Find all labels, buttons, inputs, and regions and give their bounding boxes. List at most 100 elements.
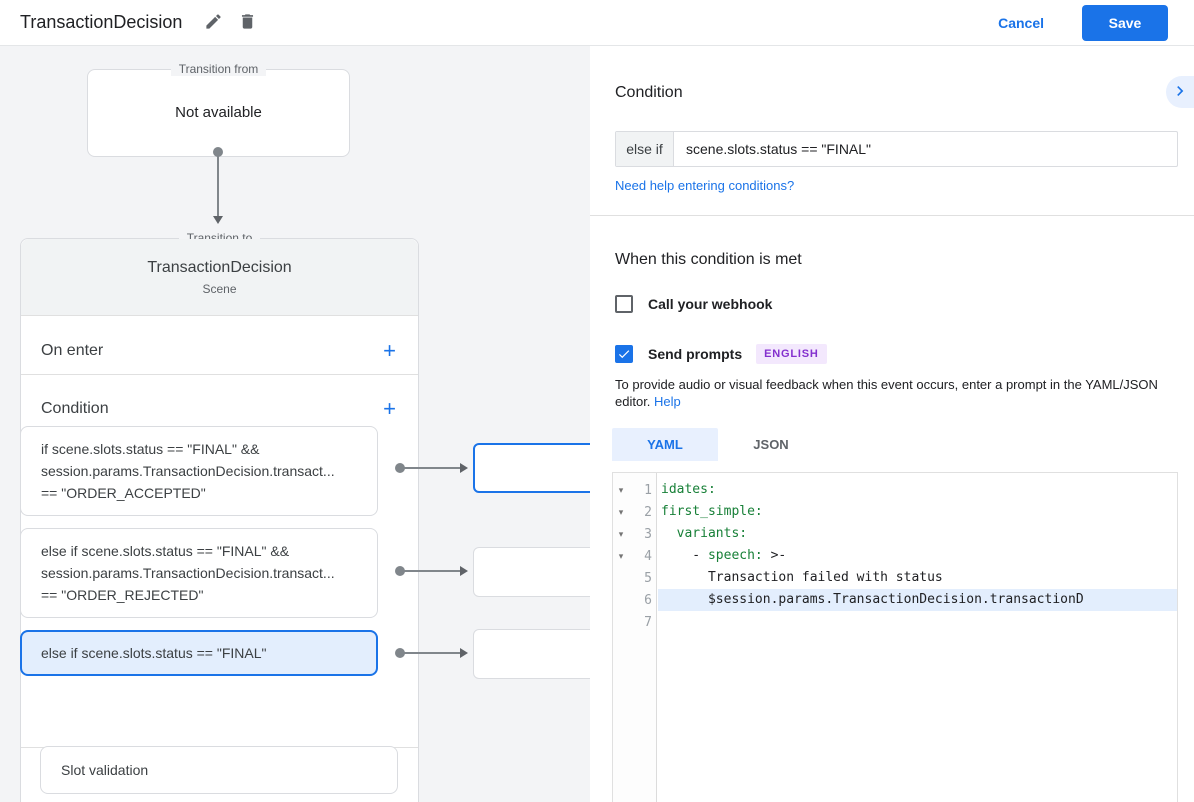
send-prompts-checkbox[interactable]: [615, 345, 633, 363]
arrow-right-icon: [460, 463, 468, 473]
on-enter-label: On enter: [41, 342, 104, 359]
editor-gutter: [613, 473, 657, 802]
collapse-toggle-icon[interactable]: ▾: [618, 484, 624, 495]
cancel-button[interactable]: Cancel: [998, 14, 1044, 31]
pencil-icon: [204, 12, 223, 34]
collapse-panel-button[interactable]: [1166, 76, 1194, 108]
condition-card-line: == "ORDER_ACCEPTED": [41, 485, 206, 501]
condition-detail-panel: Condition else if Need help entering con…: [590, 46, 1194, 802]
webhook-check-row[interactable]: Call your webhook: [615, 295, 772, 313]
delete-scene-button[interactable]: [230, 6, 264, 40]
code-line[interactable]: ▾ 2 first_simple:: [613, 501, 1177, 523]
top-bar: TransactionDecision Cancel Save: [0, 0, 1194, 46]
prompt-description-text: To provide audio or visual feedback when…: [615, 377, 1158, 409]
arrow-right-icon: [460, 648, 468, 658]
connector-line: [400, 652, 460, 654]
connector-line: [400, 467, 460, 469]
add-condition-button[interactable]: +: [383, 396, 396, 421]
connector-line: [400, 570, 460, 572]
edit-title-button[interactable]: [196, 6, 230, 40]
add-on-enter-button[interactable]: +: [383, 338, 396, 363]
line-number: 5: [644, 570, 652, 586]
transition-target-box[interactable]: [473, 547, 590, 597]
webhook-label: Call your webhook: [648, 296, 773, 312]
line-number: 3: [644, 526, 652, 542]
editor-tabs: YAML JSON: [612, 428, 824, 461]
scene-name: TransactionDecision: [147, 259, 292, 276]
code-line-content: Transaction failed with status: [661, 570, 943, 585]
send-prompts-check-row[interactable]: Send prompts ENGLISH: [615, 344, 827, 364]
line-number: 4: [644, 548, 652, 564]
transition-target-box[interactable]: [473, 629, 590, 679]
transition-from-label: Transition from: [88, 62, 349, 76]
line-number: 2: [644, 504, 652, 520]
send-prompts-label: Send prompts: [648, 346, 743, 362]
collapse-toggle-icon[interactable]: ▾: [618, 506, 624, 517]
prompt-description: To provide audio or visual feedback when…: [615, 376, 1175, 410]
divider: [21, 374, 418, 375]
panel-title: Condition: [615, 84, 683, 101]
collapse-toggle-icon[interactable]: ▾: [618, 528, 624, 539]
arrow-right-icon: [460, 566, 468, 576]
page-title: TransactionDecision: [20, 12, 183, 32]
connector-dot: [213, 147, 223, 157]
save-button[interactable]: Save: [1082, 4, 1168, 41]
condition-card-line: session.params.TransactionDecision.trans…: [41, 463, 335, 479]
code-line[interactable]: 6 $session.params.TransactionDecision.tr…: [613, 589, 1177, 611]
arrow-down-icon: [213, 216, 223, 224]
language-badge: ENGLISH: [756, 344, 827, 364]
line-number: 6: [644, 592, 652, 608]
tab-json[interactable]: JSON: [753, 437, 789, 452]
code-line-gutter: 6: [613, 589, 658, 611]
condition-card-line: == "ORDER_REJECTED": [41, 587, 204, 603]
code-line-content: idates:: [661, 482, 716, 497]
connector-line: [217, 154, 219, 216]
condition-card-line: if scene.slots.status == "FINAL" &&: [41, 441, 260, 457]
tab-yaml[interactable]: YAML: [612, 428, 718, 461]
condition-expression-input[interactable]: [674, 132, 1177, 166]
code-line-content: $session.params.TransactionDecision.tran…: [658, 589, 1177, 611]
trash-icon: [238, 12, 257, 34]
when-met-title: When this condition is met: [615, 251, 802, 268]
condition-card[interactable]: if scene.slots.status == "FINAL" && sessi…: [20, 426, 378, 516]
code-line-gutter: 5: [613, 567, 658, 589]
condition-section: Condition +: [21, 391, 418, 427]
code-line[interactable]: ▾4 - speech: >-: [613, 545, 1177, 567]
line-number: 7: [644, 614, 652, 630]
transition-from-box: Transition from Not available: [87, 62, 350, 157]
condition-card[interactable]: else if scene.slots.status == "FINAL": [20, 630, 378, 676]
condition-expression-row: else if: [615, 131, 1178, 167]
slot-validation-card[interactable]: Slot validation: [40, 746, 398, 794]
prompt-help-link[interactable]: Help: [654, 394, 681, 409]
code-line-content: - speech: >-: [661, 548, 787, 563]
condition-card-line: session.params.TransactionDecision.trans…: [41, 565, 335, 581]
code-line-gutter: ▾1: [613, 479, 658, 501]
webhook-checkbox[interactable]: [615, 295, 633, 313]
code-line[interactable]: 5 Transaction failed with status: [613, 567, 1177, 589]
code-line-gutter: ▾4: [613, 545, 658, 567]
chevron-right-icon: [1170, 81, 1190, 104]
condition-help-link[interactable]: Need help entering conditions?: [615, 178, 795, 193]
code-line[interactable]: 7: [613, 611, 1177, 633]
scene-type-label: Scene: [202, 282, 237, 296]
condition-section-label: Condition: [41, 400, 109, 417]
scene-card-header[interactable]: TransactionDecision Scene: [21, 239, 418, 316]
code-line-content: first_simple:: [661, 504, 763, 519]
line-number: 1: [644, 482, 652, 498]
condition-prefix-label: else if: [616, 132, 674, 166]
collapse-toggle-icon[interactable]: ▾: [618, 550, 624, 561]
transition-to-card: Transition to TransactionDecision Scene …: [20, 231, 419, 802]
code-line[interactable]: ▾3 variants:: [613, 523, 1177, 545]
slot-validation-label: Slot validation: [61, 762, 149, 778]
code-line-gutter: ▾3: [613, 523, 658, 545]
transition-from-value: Not available: [175, 104, 262, 121]
code-line-gutter: 7: [613, 611, 658, 633]
condition-card-line: else if scene.slots.status == "FINAL" &&: [41, 543, 290, 559]
transition-target-box[interactable]: [473, 443, 590, 493]
condition-card-line: else if scene.slots.status == "FINAL": [41, 645, 267, 661]
condition-card[interactable]: else if scene.slots.status == "FINAL" &&…: [20, 528, 378, 618]
